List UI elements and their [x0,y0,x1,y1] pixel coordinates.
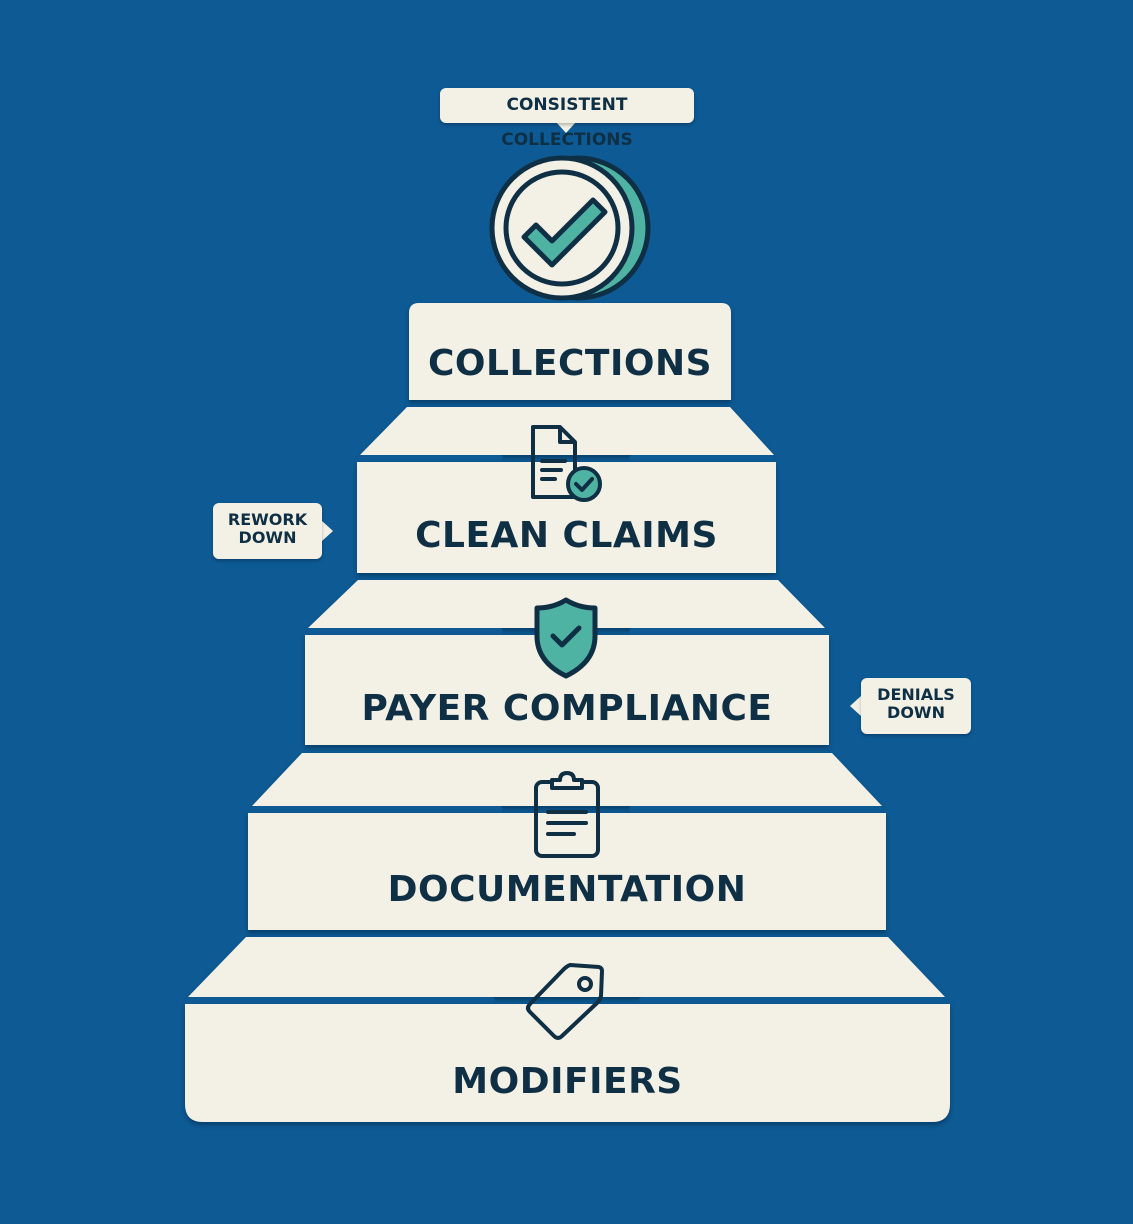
tier-label-collections: COLLECTIONS [427,343,713,384]
callout-line2: DOWN [238,528,297,548]
denials-down-callout: DENIALS DOWN [861,678,971,734]
clipboard-icon [534,771,600,858]
collections-block [409,303,731,400]
callout-line2: DOWN [887,703,945,723]
callout-text: CONSISTENT COLLECTIONS [501,95,633,150]
callout-line1: REWORK [227,510,308,529]
check-circle-coin-icon [489,155,651,301]
tag-icon [526,963,604,1040]
tier-label-clean-claims: CLEAN CLAIMS [415,515,718,556]
modifiers-block [185,1004,950,1122]
tier-label-modifiers: MODIFIERS [452,1061,683,1102]
consistent-collections-callout: CONSISTENT COLLECTIONS [440,88,694,150]
callout-line1: DENIALS [877,685,955,704]
tier-label-documentation: DOCUMENTATION [387,869,747,910]
tier-label-payer-compliance: PAYER COMPLIANCE [361,688,773,729]
shield-check-icon [534,597,598,679]
clean-claims-cap [360,407,774,455]
document-check-icon [531,425,602,502]
rework-down-callout: REWORK DOWN [213,503,322,559]
